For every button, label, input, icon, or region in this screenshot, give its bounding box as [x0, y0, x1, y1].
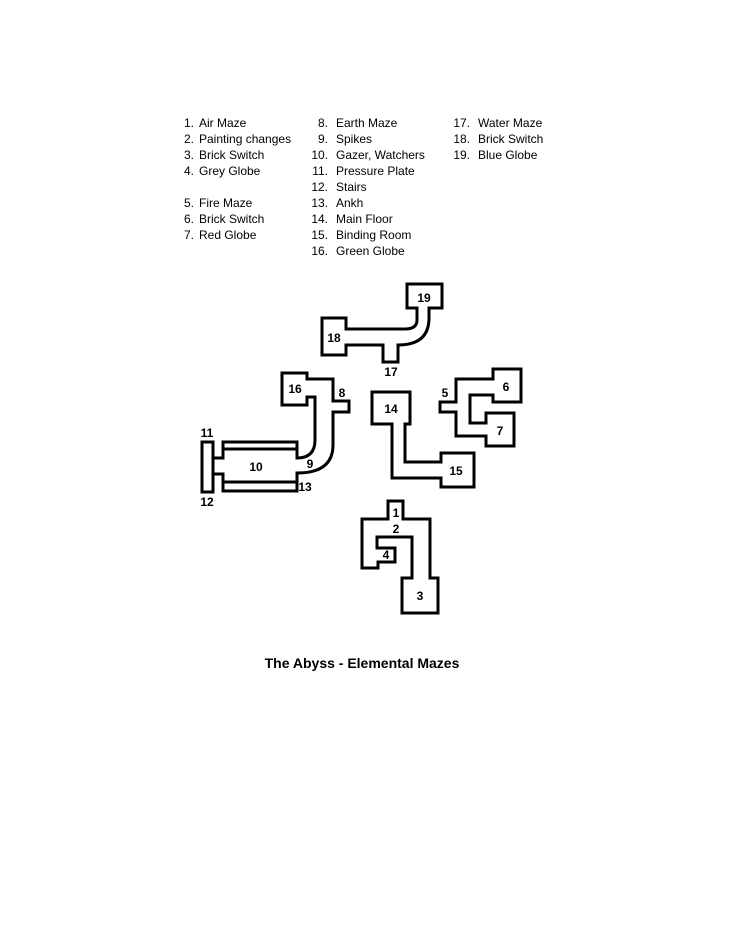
legend-number: 4. [183, 164, 194, 178]
legend-text: Binding Room [336, 228, 412, 242]
legend-text: Brick Switch [478, 132, 544, 146]
map-label-5: 5 [442, 386, 449, 400]
legend-text: Earth Maze [336, 116, 398, 130]
legend-text: Air Maze [199, 116, 247, 130]
pressure-plate-bar [200, 440, 215, 494]
legend-text: Brick Switch [199, 212, 265, 226]
map-label-19: 19 [417, 291, 431, 305]
map-label-4: 4 [383, 548, 390, 562]
legend-number: 5. [183, 196, 194, 210]
legend-text: Fire Maze [199, 196, 253, 210]
legend-number: 2. [183, 132, 194, 146]
legend-text: Painting changes [199, 132, 292, 146]
map-label-12: 12 [200, 495, 214, 509]
legend-number: 16. [311, 244, 328, 258]
fire-maze [438, 367, 523, 448]
legend-number: 12. [311, 180, 328, 194]
map-label-2: 2 [393, 522, 400, 536]
legend-number: 1. [183, 116, 194, 130]
legend-number: 13. [311, 196, 328, 210]
map-label-7: 7 [497, 424, 504, 438]
legend-text: Main Floor [336, 212, 393, 226]
legend-text: Brick Switch [199, 148, 265, 162]
map-label-6: 6 [503, 380, 510, 394]
legend-number: 11. [312, 164, 328, 178]
legend-text: Pressure Plate [336, 164, 415, 178]
legend-number: 3. [183, 148, 194, 162]
earth-maze [211, 371, 351, 484]
legend-text: Ankh [336, 196, 364, 210]
legend-text: Red Globe [199, 228, 257, 242]
map-label-14: 14 [384, 402, 398, 416]
legend-number: 17. [453, 116, 470, 130]
legend-text: Green Globe [336, 244, 405, 258]
legend-number: 15. [311, 228, 328, 242]
legend-number: 10. [311, 148, 328, 162]
map-label-17: 17 [384, 365, 398, 379]
map-label-11: 11 [201, 426, 214, 440]
legend-text: Grey Globe [199, 164, 261, 178]
legend-number: 18. [453, 132, 470, 146]
map-label-18: 18 [327, 331, 341, 345]
map-label-1: 1 [393, 506, 400, 520]
map-label-9: 9 [307, 457, 314, 471]
map-label-13: 13 [298, 480, 312, 494]
air-maze [360, 499, 440, 615]
water-maze [320, 282, 444, 364]
legend-text: Blue Globe [478, 148, 538, 162]
main-floor [370, 390, 476, 489]
legend-number: 8. [317, 116, 328, 130]
map-label-16: 16 [288, 382, 302, 396]
legend-number: 9. [317, 132, 328, 146]
map-label-15: 15 [449, 464, 463, 478]
map-label-8: 8 [339, 386, 346, 400]
legend-text: Gazer, Watchers [336, 148, 425, 162]
legend-text: Stairs [336, 180, 367, 194]
legend-number: 6. [183, 212, 194, 226]
legend-text: Spikes [336, 132, 373, 146]
legend-number: 14. [311, 212, 328, 226]
legend-number: 7. [183, 228, 194, 242]
legend-text: Water Maze [478, 116, 543, 130]
map-title: The Abyss - Elemental Mazes [264, 655, 460, 671]
map-label-10: 10 [249, 460, 263, 474]
legend-number: 19. [453, 148, 470, 162]
map-label-3: 3 [417, 589, 424, 603]
